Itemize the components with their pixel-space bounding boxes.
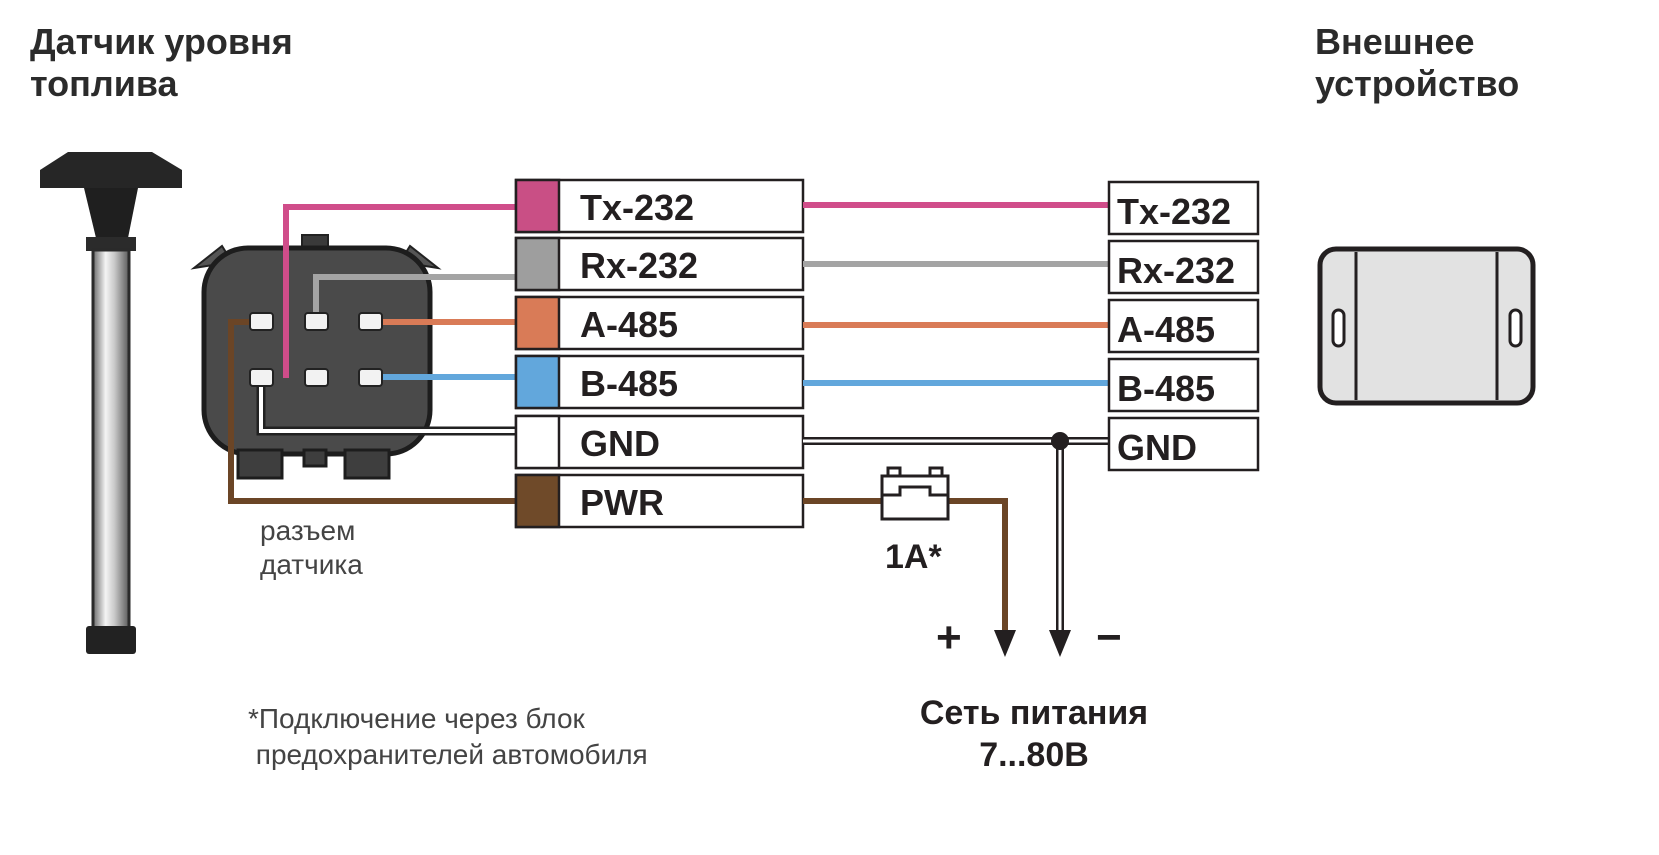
left-row-rx: Rx-232: [514, 236, 805, 292]
footnote-line2: предохранителей автомобиля: [248, 739, 648, 770]
right-label-a485: A-485: [1117, 309, 1215, 350]
tx-color-swatch: [514, 178, 561, 234]
footnote-line1: *Подключение через блок: [248, 703, 586, 734]
left-row-gnd: GND: [514, 414, 805, 470]
right-label-rx: Rx-232: [1117, 250, 1235, 291]
left-row-a485: A-485: [514, 295, 805, 351]
rx-color-swatch: [514, 236, 561, 292]
sensor-title-line2: топлива: [30, 63, 179, 104]
b485-color-swatch: [514, 354, 561, 410]
left-row-b485: B-485: [514, 354, 805, 410]
pwr-wire-left: [228, 319, 516, 504]
left-label-tx: Tx-232: [580, 187, 694, 228]
connector-label-line1: разъем: [260, 515, 355, 546]
left-label-rx: Rx-232: [580, 245, 698, 286]
pwr-wire: [803, 498, 1016, 657]
gnd-color-swatch: [514, 414, 561, 470]
left-terminal-table: Tx-232 Rx-232 A-485 B-485 GND PWR: [514, 178, 805, 529]
device-title-line1: Внешнее: [1315, 21, 1475, 62]
left-row-pwr: PWR: [514, 473, 805, 529]
sensor-connector: [190, 234, 442, 480]
fuse-rating: 1А*: [885, 538, 942, 576]
left-label-pwr: PWR: [580, 482, 664, 523]
right-terminal-table: Tx-232 Rx-232 A-485 B-485 GND: [1107, 180, 1260, 472]
minus-sign: −: [1096, 613, 1122, 662]
pwr-color-swatch: [514, 473, 561, 529]
right-label-b485: B-485: [1117, 368, 1215, 409]
tx-wire-left: [283, 204, 516, 378]
sensor-title-line1: Датчик уровня: [30, 21, 293, 62]
right-label-tx: Tx-232: [1117, 191, 1231, 232]
left-label-b485: B-485: [580, 363, 678, 404]
power-label-line2: 7...80В: [979, 736, 1089, 774]
right-label-gnd: GND: [1117, 427, 1197, 468]
junction-dot: [1051, 432, 1069, 450]
plus-sign: +: [936, 613, 962, 662]
a485-color-swatch: [514, 295, 561, 351]
rx-wire-left: [313, 274, 516, 322]
left-label-gnd: GND: [580, 423, 660, 464]
device-title-line2: устройство: [1315, 63, 1519, 104]
left-row-tx: Tx-232: [514, 178, 805, 234]
left-label-a485: A-485: [580, 304, 678, 345]
external-device-icon: [1317, 246, 1536, 406]
connector-label-line2: датчика: [260, 549, 363, 580]
connector-pins: [249, 312, 383, 387]
minus-arrow-icon: [1049, 630, 1071, 657]
plus-arrow-icon: [994, 630, 1016, 657]
fuel-sensor-icon: [40, 152, 182, 654]
gnd-wire-left: [259, 378, 516, 433]
power-label-line1: Сеть питания: [920, 694, 1148, 732]
gnd-wire: [803, 432, 1109, 657]
fuse-icon: [880, 466, 950, 521]
